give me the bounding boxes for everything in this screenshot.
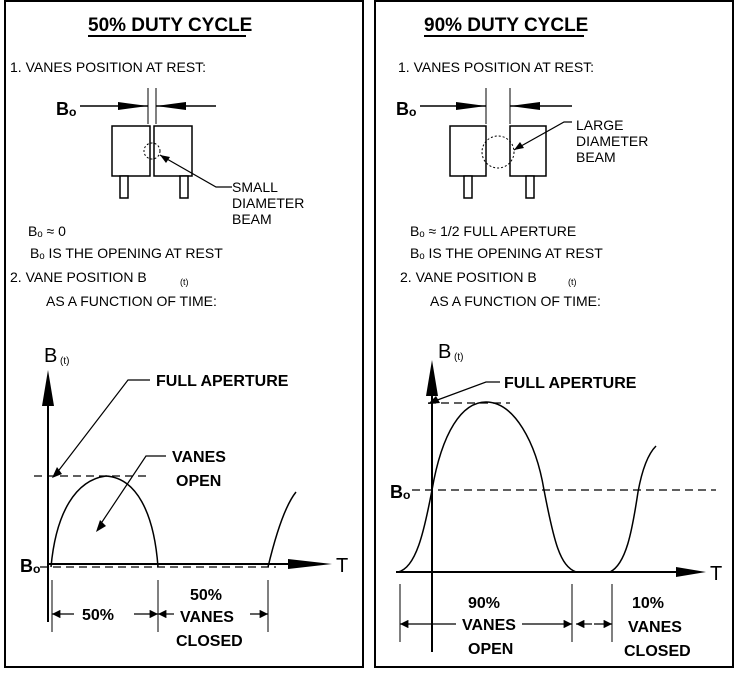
x-axis-label: T bbox=[710, 563, 722, 585]
open-vanes: VANES bbox=[462, 617, 516, 634]
step-2-label: 2. VANE POSITION B bbox=[10, 269, 147, 285]
y-axis-arrow bbox=[426, 360, 438, 396]
y-axis-label: B bbox=[44, 345, 57, 367]
vane-pin-right bbox=[179, 175, 189, 199]
y-axis-subscript: (t) bbox=[454, 352, 463, 363]
step-2-line-2: AS A FUNCTION OF TIME: bbox=[430, 293, 601, 309]
step-2-subscript: (t) bbox=[180, 277, 189, 287]
vane-pin-left bbox=[463, 175, 473, 199]
y-axis-label: B bbox=[438, 341, 451, 363]
full-aperture-leader-arrow bbox=[52, 467, 62, 478]
panel-50-duty-cycle: 50% DUTY CYCLE 1. VANES POSITION AT REST… bbox=[4, 0, 364, 668]
closed-percent: 10% bbox=[632, 595, 664, 612]
open-label: OPEN bbox=[468, 641, 513, 658]
vane-left bbox=[111, 125, 151, 177]
vane-pin-right bbox=[525, 175, 535, 199]
vanes-open-label-2: OPEN bbox=[176, 473, 221, 490]
beam-leader-arrow bbox=[514, 142, 524, 150]
step-2-label: 2. VANE POSITION B bbox=[400, 269, 537, 285]
beam-leader bbox=[513, 121, 572, 151]
vanes-open-label-1: VANES bbox=[172, 449, 226, 466]
diagram-90-duty-cycle: 90% DUTY CYCLE 1. VANES POSITION AT REST… bbox=[390, 15, 722, 660]
bo-axis-label: Bₒ bbox=[20, 556, 40, 576]
beam-label-line-3: BEAM bbox=[576, 149, 616, 165]
closed-percent: 50% bbox=[190, 587, 222, 604]
vanes-open-leader-arrow bbox=[96, 520, 106, 532]
beam-label-line-1: LARGE bbox=[576, 117, 623, 133]
panel-title: 50% DUTY CYCLE bbox=[88, 15, 252, 36]
bo-arrow-right bbox=[456, 102, 486, 110]
vane-left bbox=[449, 125, 487, 177]
small-beam-circle bbox=[143, 142, 161, 160]
full-aperture-leader bbox=[431, 381, 500, 403]
bo-definition-text: Bₒ IS THE OPENING AT REST bbox=[410, 245, 603, 261]
panel-90-duty-cycle: 90% DUTY CYCLE 1. VANES POSITION AT REST… bbox=[374, 0, 734, 668]
open-percent: 90% bbox=[468, 595, 500, 612]
bo-axis-label: Bₒ bbox=[390, 482, 410, 502]
bo-arrow-left bbox=[510, 102, 540, 110]
duty-cycle-pulse bbox=[50, 475, 159, 568]
bo-arrow-right bbox=[118, 102, 148, 110]
beam-leader-arrow bbox=[160, 155, 170, 163]
panel-title: 90% DUTY CYCLE bbox=[424, 15, 588, 36]
full-aperture-label: FULL APERTURE bbox=[156, 373, 289, 390]
beam-label-line-2: DIAMETER bbox=[576, 133, 648, 149]
bo-arrow-left bbox=[156, 102, 186, 110]
step-2-line-2: AS A FUNCTION OF TIME: bbox=[46, 293, 217, 309]
beam-label-line-2: DIAMETER bbox=[232, 195, 304, 211]
step-1-label: 1. VANES POSITION AT REST: bbox=[10, 59, 206, 75]
full-aperture-label: FULL APERTURE bbox=[504, 375, 637, 392]
beam-label-line-1: SMALL bbox=[232, 179, 278, 195]
closed-label: CLOSED bbox=[624, 643, 691, 660]
full-aperture-leader bbox=[55, 379, 150, 475]
bo-marker: Bₒ bbox=[56, 99, 76, 119]
vane-pin-left bbox=[119, 175, 129, 199]
bo-approx-text: Bₒ ≈ 1/2 FULL APERTURE bbox=[410, 223, 576, 239]
x-axis-arrow bbox=[288, 559, 332, 569]
beam-leader bbox=[159, 154, 232, 188]
open-percent: 50% bbox=[82, 607, 114, 624]
bo-definition-text: Bₒ IS THE OPENING AT REST bbox=[30, 245, 223, 261]
x-axis-arrow bbox=[676, 567, 706, 577]
vanes-open-leader bbox=[97, 455, 166, 529]
x-axis-label: T bbox=[336, 555, 348, 577]
next-pulse-start bbox=[267, 491, 297, 568]
closed-vanes: VANES bbox=[628, 619, 682, 636]
step-1-label: 1. VANES POSITION AT REST: bbox=[398, 59, 594, 75]
closed-vanes: VANES bbox=[180, 609, 234, 626]
vane-right bbox=[509, 125, 547, 177]
step-2-subscript: (t) bbox=[568, 277, 577, 287]
next-pulse-start bbox=[609, 445, 657, 573]
diagram-50-duty-cycle: 50% DUTY CYCLE 1. VANES POSITION AT REST… bbox=[10, 15, 348, 650]
large-beam-circle bbox=[481, 135, 515, 169]
bo-marker: Bₒ bbox=[396, 99, 416, 119]
y-axis-subscript: (t) bbox=[60, 356, 69, 367]
duty-cycle-pulse bbox=[397, 401, 577, 573]
full-aperture-leader-arrow bbox=[428, 396, 440, 404]
y-axis-arrow bbox=[42, 370, 54, 406]
beam-label-line-3: BEAM bbox=[232, 211, 272, 227]
bo-approx-text: Bₒ ≈ 0 bbox=[28, 223, 66, 239]
closed-label: CLOSED bbox=[176, 633, 243, 650]
